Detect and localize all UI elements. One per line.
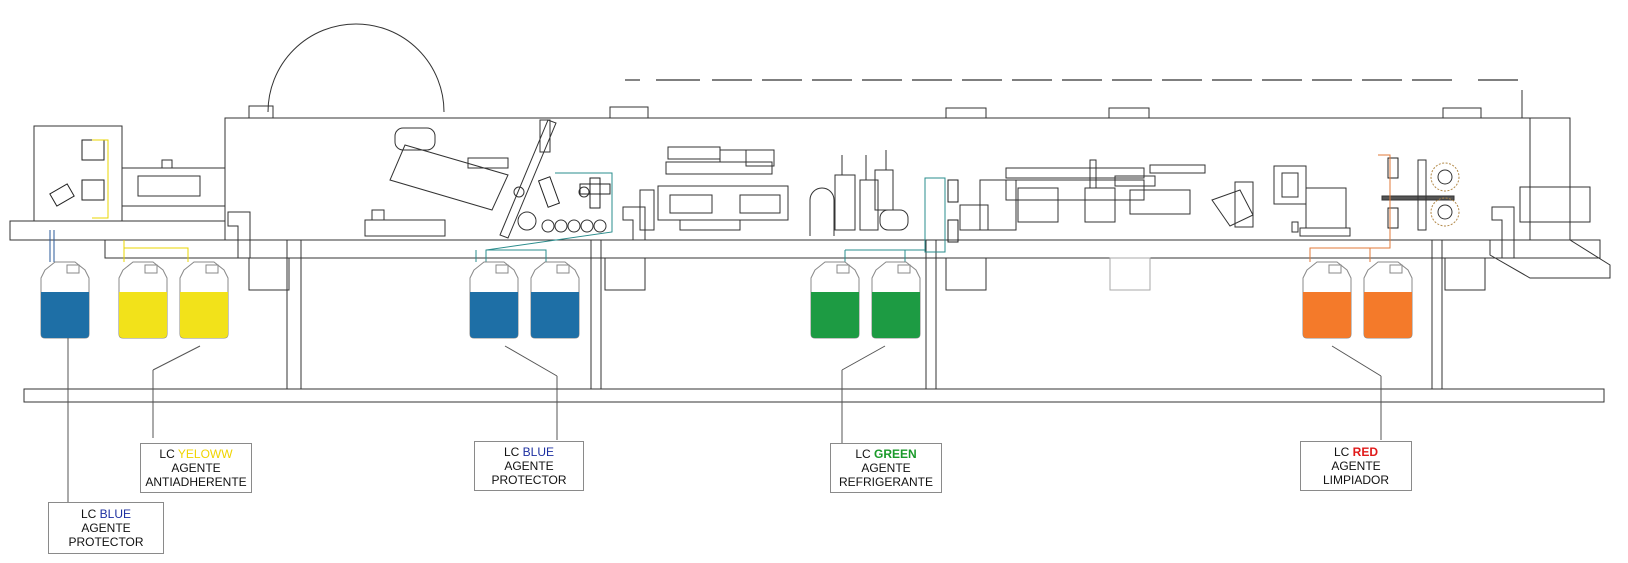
top-cap — [248, 105, 274, 119]
pipes — [49, 139, 1391, 262]
color-word: RED — [1352, 445, 1379, 459]
label-green-refrigerante: LC GREEN AGENTE REFRIGERANTE — [830, 443, 942, 493]
color-word: YELOWW — [177, 447, 233, 461]
liquid-fill — [811, 292, 859, 338]
top-cap — [1108, 107, 1150, 119]
color-word: GREEN — [874, 447, 917, 461]
top-cap — [609, 106, 649, 119]
container-yellow-a — [118, 261, 168, 339]
reel-station — [1381, 159, 1460, 231]
liquid-fill — [180, 292, 228, 338]
liquid-fill — [531, 292, 579, 338]
label-red-limpiador: LC RED AGENTE LIMPIADOR — [1300, 441, 1412, 491]
liquid-fill — [1303, 292, 1351, 338]
liquid-fill — [470, 292, 518, 338]
liquid-fill — [872, 292, 920, 338]
liquid-fill — [41, 292, 89, 338]
liquid-fill — [1364, 292, 1412, 338]
container-orange-b — [1363, 261, 1413, 339]
leader-lines — [67, 338, 1382, 502]
left-control-box — [33, 125, 123, 222]
label-blue-protector-1: LC BLUE AGENTE PROTECTOR — [48, 502, 164, 554]
roll-arc — [267, 23, 445, 113]
container-yellow-b — [179, 261, 229, 339]
container-blue-1 — [40, 261, 90, 339]
container-green-b — [871, 261, 921, 339]
liquid-fill — [119, 292, 167, 338]
floor-rail — [23, 388, 1605, 403]
container-green-a — [810, 261, 860, 339]
container-blue-2a — [469, 261, 519, 339]
bed-rail — [104, 239, 1601, 259]
label-blue-protector-2: LC BLUE AGENTE PROTECTOR — [474, 441, 584, 491]
top-cap — [945, 107, 987, 119]
container-blue-2b — [530, 261, 580, 339]
top-cap — [1442, 107, 1482, 119]
color-word: BLUE — [522, 445, 555, 459]
container-orange-a — [1302, 261, 1352, 339]
color-word: BLUE — [99, 507, 132, 521]
label-yellow-antiadherente: LC YELOWW AGENTE ANTIADHERENTE — [140, 443, 252, 493]
legs — [286, 240, 1443, 389]
